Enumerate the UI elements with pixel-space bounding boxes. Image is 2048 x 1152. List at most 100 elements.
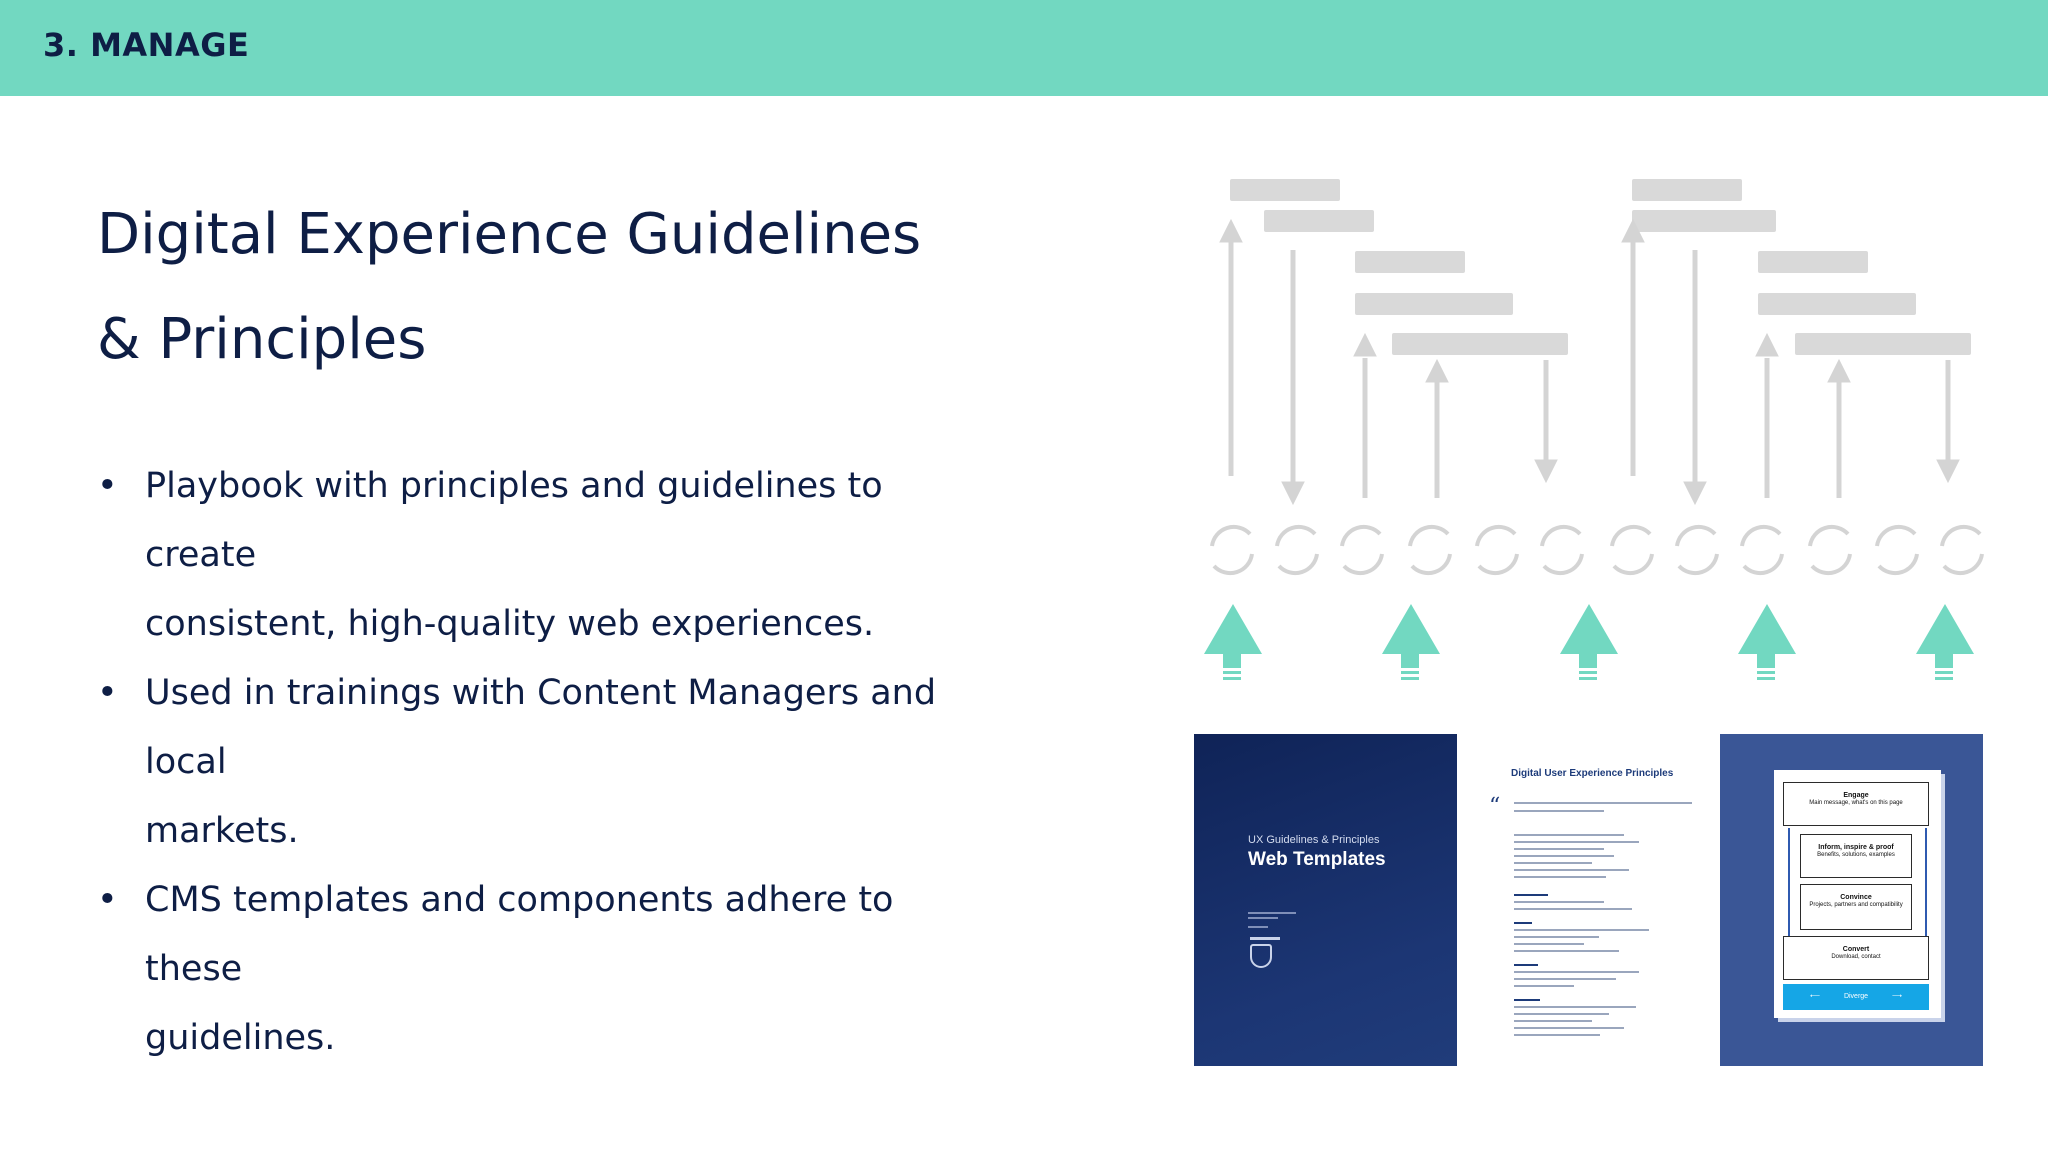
flow-page: Engage Main message, what's on this page… [1774,770,1941,1018]
flow-box-sub: Main message, what's on this page [1809,800,1903,806]
cover-meta-line [1248,917,1278,919]
flow-box-heading: Engage [1843,792,1869,799]
flow-box-convert: Convert Download, contact [1783,936,1929,980]
cover-meta-line [1248,912,1296,914]
cover-title: Web Templates [1248,849,1386,870]
bullet-item: • CMS templates and components adhere to… [97,866,997,1073]
bullet-line: markets. [145,811,299,851]
text-line [1514,1006,1636,1008]
gray-up-arrows [1219,218,1851,498]
text-line [1514,971,1639,973]
cover-thumbnail: UX Guidelines & Principles Web Templates [1194,734,1457,1066]
text-line [1514,876,1606,878]
up-arrow-icon [1755,332,1779,357]
down-arrow-icon [1534,459,1558,484]
shield-icon [1250,944,1272,968]
flow-box-sub: Benefits, solutions, examples [1817,852,1895,858]
flow-box-inform: Inform, inspire & proof Benefits, soluti… [1800,834,1912,878]
bullet-line: Playbook with principles and guidelines … [145,466,883,575]
flow-box-heading: Convince [1840,894,1872,901]
header-bar: 3. MANAGE [0,0,2048,96]
page-title-line-2: & Principles [97,307,427,372]
text-line [1514,802,1692,804]
down-arrow-icon [1281,481,1305,506]
text-line [1514,869,1629,871]
cycle-icon [1408,524,1452,576]
cycle-icon [1340,524,1384,576]
text-line [1514,908,1632,910]
bullet-dot: • [97,673,118,713]
section-heading-line [1514,964,1538,966]
text-line [1514,834,1624,836]
arrow-right-icon: ⟶ [1892,993,1903,1000]
text-line [1514,950,1619,952]
quote-icon: “ [1489,794,1501,819]
cycle-icon [1275,524,1319,576]
cycle-icons-row [1210,524,1984,576]
text-line [1514,943,1584,945]
flow-box-engage: Engage Main message, what's on this page [1783,782,1929,826]
diverge-label: Diverge [1843,993,1869,1000]
flow-box-convince: Convince Projects, partners and compatib… [1800,884,1912,930]
process-diagram [1204,179,1984,680]
bullet-line: consistent, high-quality web experiences… [145,604,875,644]
teal-arrows-row [1204,604,1974,680]
cycle-icon [1808,524,1852,576]
principles-thumbnail: Digital User Experience Principles “ [1459,734,1722,1066]
text-line [1514,978,1616,980]
cycle-icon [1740,524,1784,576]
flow-box-heading: Inform, inspire & proof [1818,844,1894,851]
page-title: Digital Experience Guidelines & Principl… [97,182,921,392]
cycle-icon [1675,524,1719,576]
cycle-icon [1610,524,1654,576]
bullet-line: guidelines. [145,1018,336,1058]
cycle-icon [1540,524,1584,576]
cover-subtitle: UX Guidelines & Principles [1248,834,1380,846]
text-line [1514,862,1592,864]
text-line [1514,901,1604,903]
up-arrow-icon [1425,358,1449,383]
up-arrow-icon [1621,218,1645,243]
section-heading-line [1514,922,1532,924]
cycle-icon [1875,524,1919,576]
bullet-line: Used in trainings with Content Managers … [145,673,937,782]
text-line [1514,810,1604,812]
section-heading-line [1514,999,1540,1001]
cycle-icon [1940,524,1984,576]
bullet-item: • Playbook with principles and guideline… [97,452,997,659]
up-arrow-icon [1353,332,1377,357]
text-line [1514,1020,1592,1022]
text-line [1514,1027,1624,1029]
text-line [1514,1013,1609,1015]
flow-line-right [1925,828,1927,978]
arrow-left-icon: ⟵ [1809,993,1820,1000]
text-line [1514,936,1599,938]
bullet-dot: • [97,880,118,920]
text-line [1514,848,1604,850]
text-line [1514,1034,1600,1036]
flow-thumbnail: Engage Main message, what's on this page… [1720,734,1983,1066]
flow-box-heading: Convert [1842,946,1870,953]
flow-box-sub: Download, contact [1831,954,1881,960]
bullet-list: • Playbook with principles and guideline… [97,452,997,1073]
up-arrow-icon [1382,604,1440,680]
text-line [1514,929,1649,931]
gray-bars-left [1230,179,1568,355]
diverge-bar: ⟵ Diverge ⟶ [1783,984,1929,1010]
up-arrow-icon [1738,604,1796,680]
text-line [1514,855,1614,857]
text-line [1514,841,1639,843]
gray-down-arrows [1281,250,1960,506]
down-arrow-icon [1683,481,1707,506]
flow-line-left [1788,828,1790,978]
up-arrow-icon [1204,604,1262,680]
bullet-line: CMS templates and components adhere to t… [145,880,894,989]
logo-wordmark [1250,937,1280,940]
up-arrow-icon [1916,604,1974,680]
cycle-icon [1210,524,1254,576]
section-label: 3. MANAGE [43,26,250,64]
text-line [1514,985,1574,987]
bullet-item: • Used in trainings with Content Manager… [97,659,997,866]
page-title-line-1: Digital Experience Guidelines [97,202,922,267]
cover-meta-line [1248,926,1268,928]
